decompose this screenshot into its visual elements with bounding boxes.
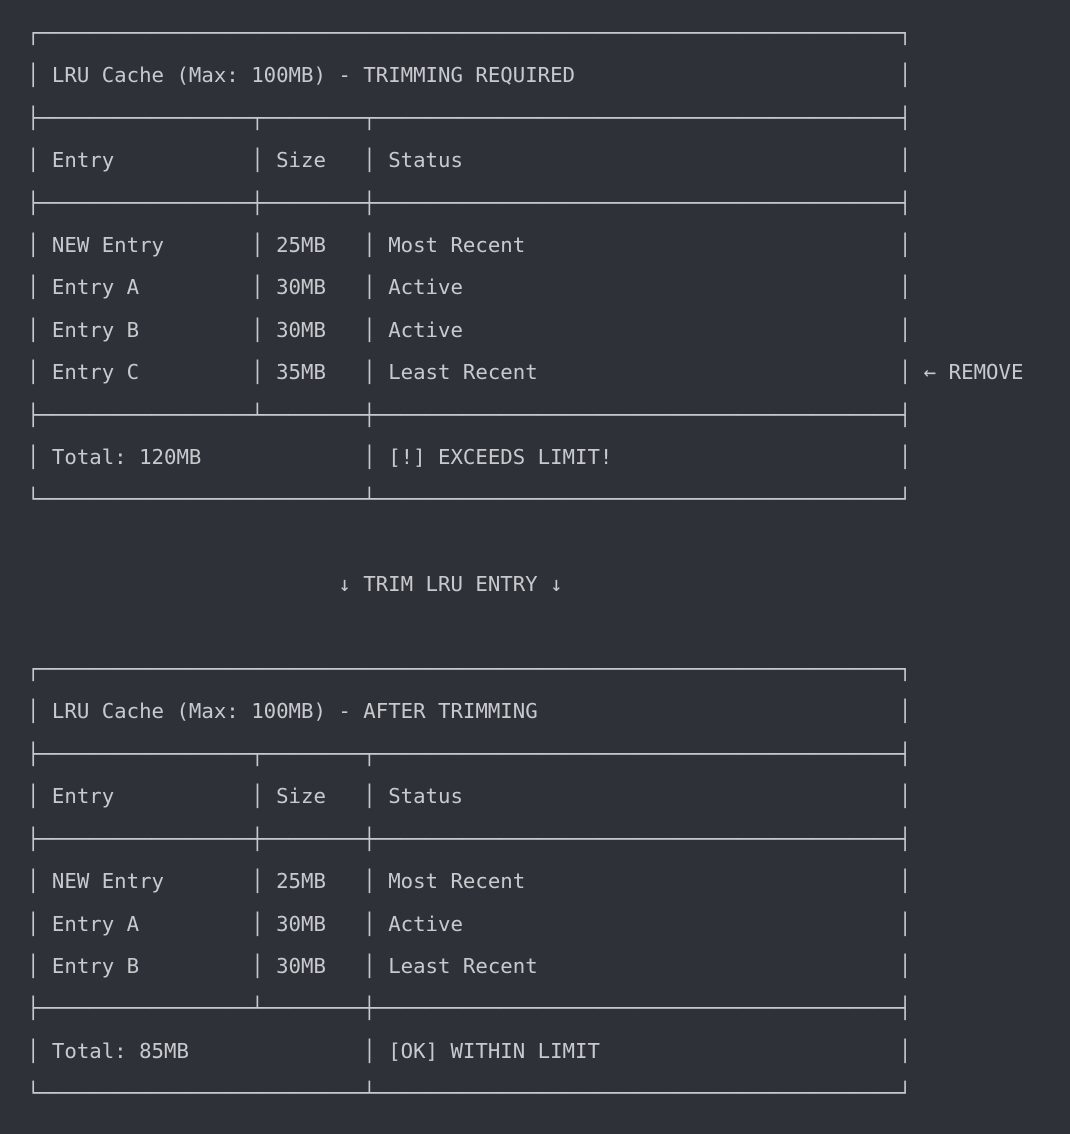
trim-lru-entry-label: ↓ TRIM LRU ENTRY ↓ — [338, 572, 563, 597]
lru-cache-after-table: ┌───────────────────────────────────────… — [27, 657, 912, 1106]
lru-cache-before-table: ┌───────────────────────────────────────… — [27, 21, 1024, 512]
